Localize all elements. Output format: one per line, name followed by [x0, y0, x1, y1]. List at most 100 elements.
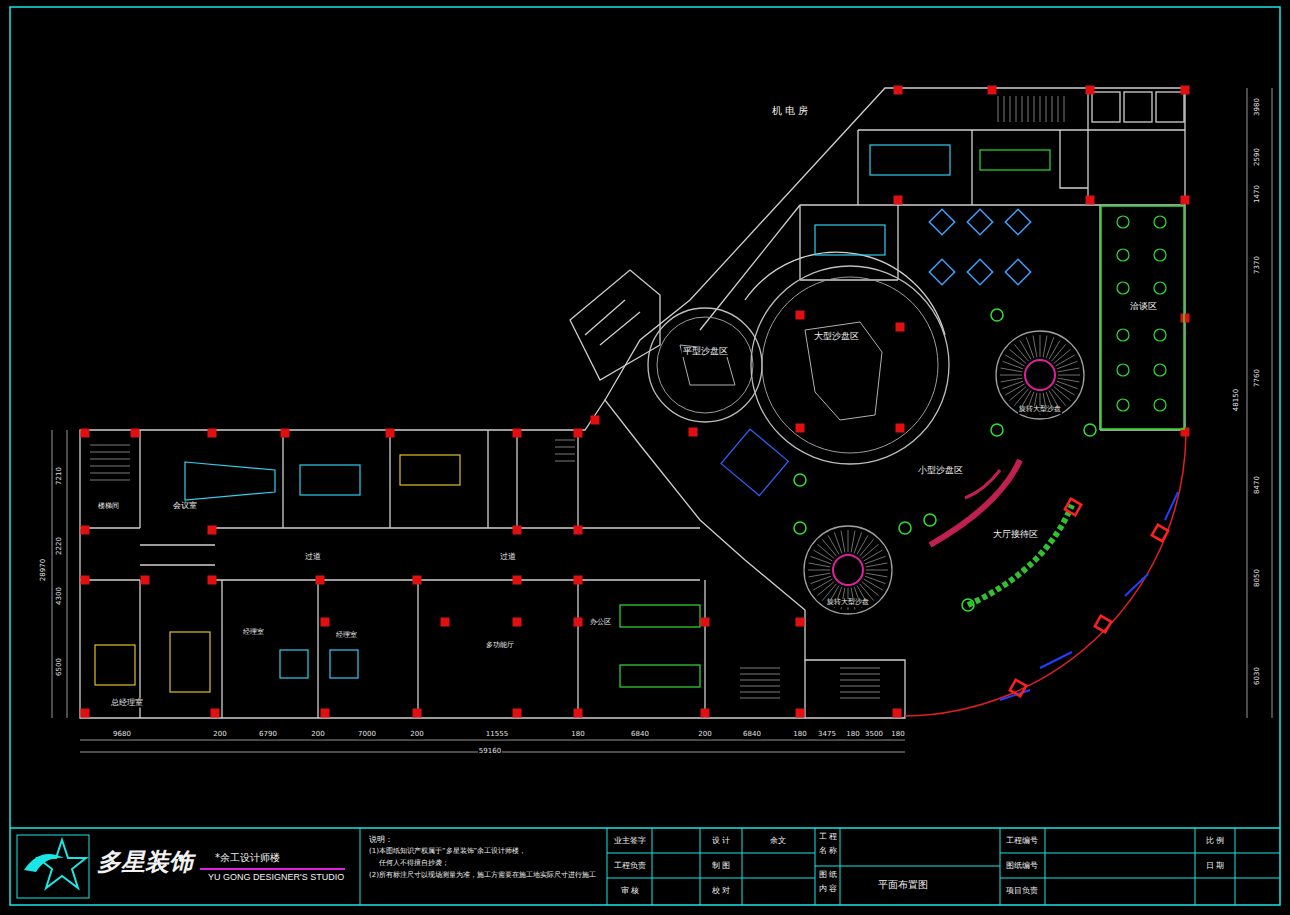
round-table [1117, 282, 1129, 294]
logo-symbol-part [200, 868, 345, 870]
rotating-table-pattern [1000, 335, 1080, 415]
square-table [967, 259, 992, 284]
dimension-text: 3500 [864, 731, 884, 739]
logo-symbol-part [38, 840, 86, 888]
spoke [1009, 387, 1026, 401]
title-block-text: *余工设计师楼 [214, 852, 281, 863]
column [513, 709, 522, 718]
column [1086, 86, 1095, 95]
column [513, 429, 522, 438]
room-label: 过道 [304, 553, 322, 562]
dimension-text: 48150 [1233, 388, 1241, 412]
table-set-group [929, 209, 1030, 284]
square-table [1005, 209, 1030, 234]
dimension-text: 6500 [56, 657, 64, 677]
sand-table-zone: 大型沙盘区 [750, 265, 950, 465]
dimension-text: 200 [212, 731, 227, 739]
column [513, 618, 522, 627]
round-table [1117, 329, 1129, 341]
column [81, 429, 90, 438]
round-table [1154, 399, 1166, 411]
spoke [1020, 340, 1031, 359]
door-symbol [1065, 499, 1081, 515]
spoke [1005, 355, 1024, 366]
column [211, 709, 220, 718]
stairs-part [90, 440, 575, 480]
dimension-text: 1470 [1254, 184, 1262, 204]
zone-label: 旋转大型沙盘 [826, 599, 870, 607]
spoke [817, 582, 834, 596]
furniture-part [400, 455, 460, 485]
walls-part [700, 88, 1185, 430]
column [796, 311, 805, 320]
column [574, 526, 583, 535]
spoke [1057, 381, 1078, 389]
spoke [822, 584, 836, 601]
title-block-text: 业主签字 [613, 837, 647, 846]
room-label: 经理室 [335, 632, 358, 640]
title-block-text: 工程负责 [613, 862, 647, 871]
walls-part [80, 528, 700, 580]
column [896, 323, 905, 332]
title-block-text: 图纸编号 [1005, 862, 1039, 871]
spoke [854, 532, 862, 553]
column [1181, 196, 1190, 205]
spoke [1052, 344, 1066, 361]
spoke [1056, 355, 1075, 366]
zone-label: 平型沙盘区 [682, 347, 729, 357]
column [321, 618, 330, 627]
column [441, 618, 450, 627]
stairs-part [998, 96, 1064, 122]
spoke [862, 582, 879, 596]
title-block-text: 日 期 [1205, 862, 1226, 871]
spoke [848, 530, 849, 552]
furniture-part [300, 465, 360, 495]
entrance-arc-part [905, 432, 1186, 716]
column [1181, 86, 1190, 95]
sand-table-rings-part [762, 277, 938, 453]
sheet-frame-part [10, 7, 1280, 905]
furniture-part [95, 645, 135, 685]
spoke [865, 576, 886, 584]
spoke [1026, 337, 1034, 358]
column [1181, 314, 1190, 323]
title-block-text: 工程编号 [1005, 837, 1039, 846]
column [574, 576, 583, 585]
title-block-text: 内 容 [818, 885, 839, 894]
zone-rect [1101, 206, 1184, 429]
furniture-part [980, 150, 1050, 170]
column [81, 576, 90, 585]
round-table [1154, 216, 1166, 228]
walls [80, 88, 1185, 718]
walls-part [1092, 92, 1120, 122]
title-block-text: (2)所有标注尺寸以现场测量为准，施工方需要在施工地实际尺寸进行施工 [368, 872, 597, 880]
column [281, 429, 290, 438]
column [131, 429, 140, 438]
title-block-text: 工 程 [818, 833, 839, 842]
walls-part [1124, 92, 1152, 122]
dimension-text: 4300 [56, 586, 64, 606]
spoke [813, 550, 832, 561]
column [208, 526, 217, 535]
dimension-text: 200 [310, 731, 325, 739]
column [208, 576, 217, 585]
furniture-part [870, 145, 950, 175]
zone-label: 大型沙盘区 [813, 332, 860, 342]
room-label: 小型沙盘区 [917, 466, 964, 476]
sand-table-rings-part [680, 345, 735, 385]
walls-part [140, 430, 578, 528]
dimension-text: 7760 [1254, 368, 1262, 388]
room-label: 楼梯间 [97, 503, 120, 511]
column [796, 709, 805, 718]
spoke [866, 573, 888, 577]
room-label: 办公区 [589, 619, 612, 627]
room-label: 多功能厅 [485, 642, 515, 650]
round-table [1117, 216, 1129, 228]
node-outline [750, 265, 950, 465]
sand-table-rings [657, 277, 938, 453]
plant-symbol [899, 522, 911, 534]
column [893, 709, 902, 718]
spoke [1001, 368, 1023, 372]
